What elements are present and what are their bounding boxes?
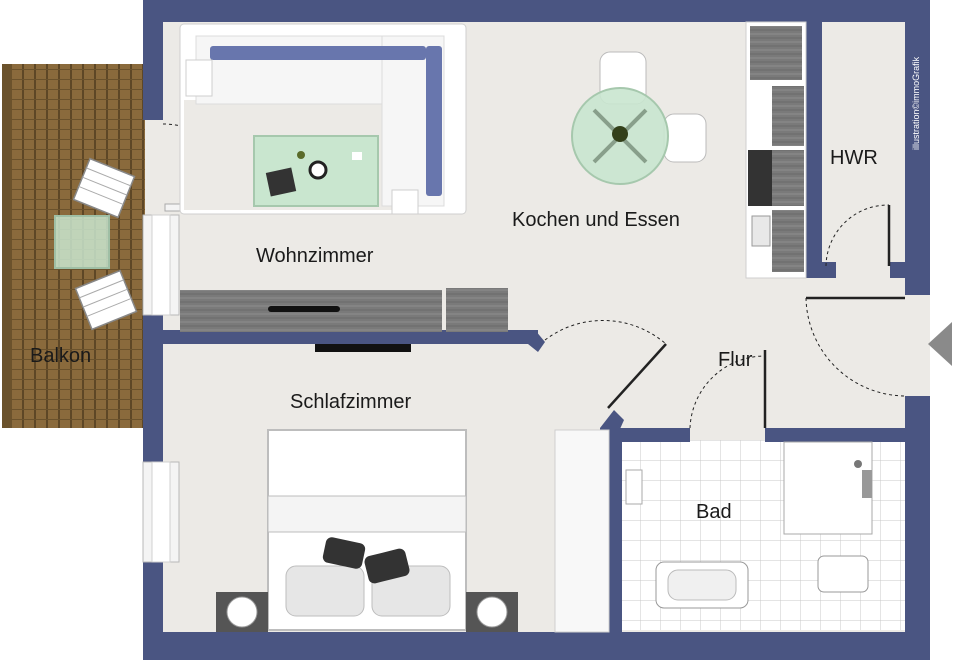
entrance-arrow-icon bbox=[928, 322, 952, 366]
coffee-table bbox=[253, 135, 379, 207]
balcony bbox=[2, 64, 150, 428]
walls bbox=[143, 0, 930, 660]
wardrobe bbox=[554, 429, 610, 633]
windows bbox=[142, 214, 180, 563]
bed bbox=[216, 429, 518, 632]
tv-sideboard bbox=[180, 288, 508, 352]
bathroom-fixtures bbox=[625, 441, 873, 609]
balcony-chair-top bbox=[72, 157, 136, 219]
room-label-balkon: Balkon bbox=[30, 345, 91, 367]
dining-set bbox=[571, 51, 707, 185]
room-label-schlafzimmer: Schlafzimmer bbox=[290, 391, 411, 413]
room-label-bad: Bad bbox=[696, 501, 732, 523]
illustration-credit: illustration©immoGrafik bbox=[911, 56, 921, 150]
room-label-kochen-essen: Kochen und Essen bbox=[512, 209, 680, 231]
room-label-hwr: HWR bbox=[830, 147, 878, 169]
balcony-chair-bottom bbox=[74, 269, 138, 331]
room-label-wohnzimmer: Wohnzimmer bbox=[256, 245, 374, 267]
balcony-table bbox=[54, 215, 110, 269]
kitchen-counter bbox=[745, 21, 807, 279]
room-label-flur: Flur bbox=[718, 349, 753, 371]
